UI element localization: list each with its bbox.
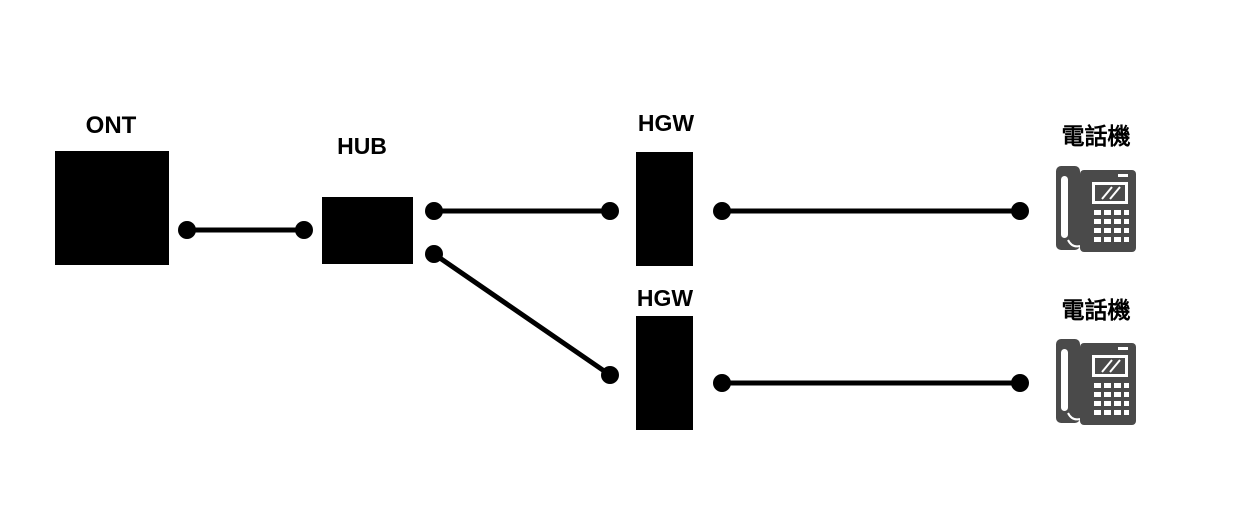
connector-dot	[425, 245, 443, 263]
connector-dot	[178, 221, 196, 239]
hub-label: HUB	[337, 133, 387, 159]
phone1-label: 電話機	[1062, 123, 1131, 150]
telephone-icon	[1055, 165, 1137, 253]
wire-hub-hgw2	[431, 251, 613, 378]
connector-dot	[713, 202, 731, 220]
phone2-label: 電話機	[1062, 297, 1131, 324]
connector-dot	[713, 374, 731, 392]
telephone-icon	[1055, 338, 1137, 426]
connector-dot	[601, 202, 619, 220]
hgw1-label: HGW	[638, 110, 695, 136]
hub-box	[322, 197, 413, 264]
hgw1-box	[636, 152, 693, 266]
ont-label: ONT	[86, 112, 137, 139]
connector-dot	[425, 202, 443, 220]
connector-dot	[601, 366, 619, 384]
hgw2-label: HGW	[637, 285, 694, 311]
connector-dot	[1011, 374, 1029, 392]
ont-box	[55, 151, 169, 265]
hgw2-box	[636, 316, 693, 430]
connector-dot	[1011, 202, 1029, 220]
connector-dot	[295, 221, 313, 239]
